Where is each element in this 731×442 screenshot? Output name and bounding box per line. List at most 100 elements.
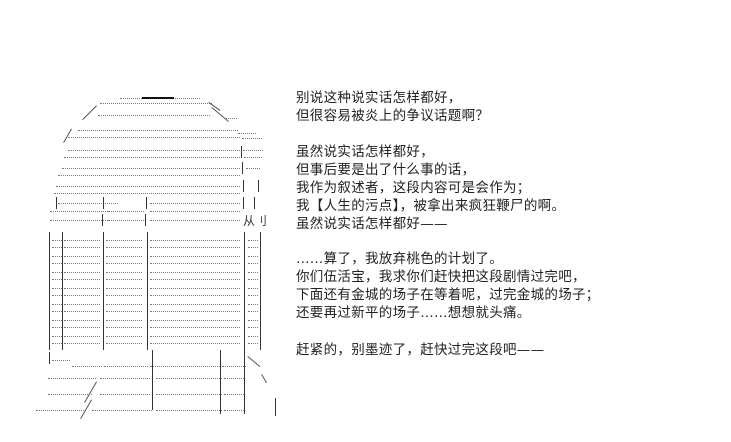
art-vertical-bar bbox=[258, 180, 259, 192]
art-slash bbox=[63, 128, 72, 143]
dialogue-line: 我作为叙述者，这段内容可是会作为； bbox=[296, 180, 531, 196]
art-dotted-line bbox=[244, 157, 262, 158]
art-dotted-line bbox=[224, 394, 244, 395]
art-vertical-bar bbox=[242, 162, 243, 174]
art-dotted-line bbox=[64, 157, 240, 158]
art-dotted-line bbox=[224, 378, 244, 379]
art-vertical-bar bbox=[49, 232, 50, 350]
dialogue-line: 你们伍活宝，我求你们赶快把这段剧情过完吧， bbox=[296, 269, 586, 285]
art-vertical-bar bbox=[244, 386, 245, 414]
art-dotted-line bbox=[58, 175, 240, 176]
art-dotted-line bbox=[52, 320, 62, 321]
art-dotted-line bbox=[100, 103, 212, 104]
art-vertical-bar bbox=[146, 197, 147, 209]
art-dotted-line bbox=[52, 272, 62, 273]
art-dotted-line bbox=[248, 279, 258, 280]
art-vertical-bar bbox=[244, 232, 245, 350]
art-dotted-line bbox=[104, 366, 148, 367]
art-dotted-line bbox=[92, 410, 152, 411]
art-dotted-line bbox=[52, 360, 70, 361]
art-dotted-line bbox=[248, 311, 258, 312]
dialogue-line: 赶紧的，别墨迹了，赶快过完这段吧—— bbox=[296, 342, 545, 358]
art-dotted-line bbox=[106, 247, 142, 248]
art-dotted-line bbox=[68, 137, 240, 138]
art-dotted-line bbox=[106, 343, 142, 344]
art-dotted-line bbox=[248, 327, 258, 328]
art-dotted-line bbox=[106, 240, 142, 241]
art-dotted-line bbox=[52, 327, 62, 328]
art-dotted-line bbox=[50, 220, 118, 221]
art-dotted-line bbox=[248, 320, 258, 321]
dialogue-line: 我【人生的污点】，被拿出来疯狂鞭尸的啊。 bbox=[296, 198, 566, 214]
art-dotted-line bbox=[64, 256, 100, 257]
art-roof-line bbox=[142, 97, 174, 99]
art-vertical-bar bbox=[152, 350, 153, 386]
art-dotted-line bbox=[106, 320, 142, 321]
art-vertical-bar bbox=[241, 146, 242, 158]
art-dotted-line bbox=[242, 138, 262, 139]
art-dotted-line bbox=[52, 288, 62, 289]
art-dotted-line bbox=[150, 263, 240, 264]
art-dotted-line bbox=[248, 247, 258, 248]
art-vertical-bar bbox=[56, 197, 57, 209]
art-dotted-line bbox=[68, 150, 240, 151]
art-dotted-line bbox=[248, 272, 258, 273]
art-dotted-line bbox=[108, 220, 144, 221]
art-dotted-line bbox=[58, 203, 118, 204]
art-dotted-line bbox=[52, 279, 62, 280]
art-dotted-line bbox=[108, 211, 144, 212]
art-dotted-line bbox=[224, 410, 244, 411]
art-dotted-line bbox=[48, 378, 96, 379]
art-dotted-line bbox=[150, 304, 240, 305]
dialogue-line: 虽然说实话怎样都好， bbox=[296, 144, 434, 160]
art-dotted-line bbox=[52, 336, 62, 337]
art-dotted-line bbox=[62, 168, 240, 169]
art-dotted-line bbox=[72, 366, 102, 367]
art-dotted-line bbox=[52, 304, 62, 305]
art-dotted-line bbox=[52, 256, 62, 257]
art-dotted-line bbox=[64, 295, 100, 296]
art-dotted-line bbox=[50, 211, 118, 212]
art-dotted-line bbox=[150, 279, 240, 280]
art-vertical-bar bbox=[243, 197, 244, 209]
art-vertical-bar bbox=[244, 350, 245, 386]
art-dotted-line bbox=[52, 263, 62, 264]
art-dotted-line bbox=[150, 320, 240, 321]
dialogue-line: 下面还有金城的场子在等着呢，过完金城的场子； bbox=[296, 287, 600, 303]
art-slash bbox=[261, 374, 267, 384]
dialogue-line: ……算了，我放弃桃色的计划了。 bbox=[296, 251, 503, 267]
art-dotted-line bbox=[248, 304, 258, 305]
art-dotted-line bbox=[54, 193, 240, 194]
art-dotted-line bbox=[248, 240, 258, 241]
art-dotted-line bbox=[106, 311, 142, 312]
art-dotted-line bbox=[64, 336, 100, 337]
art-dotted-line bbox=[100, 378, 150, 379]
art-dotted-line bbox=[52, 247, 62, 248]
art-dotted-line bbox=[175, 98, 200, 99]
art-dotted-line bbox=[150, 247, 240, 248]
art-dotted-line bbox=[150, 288, 240, 289]
art-dotted-line bbox=[52, 240, 62, 241]
art-dotted-line bbox=[248, 263, 258, 264]
art-dotted-line bbox=[150, 272, 240, 273]
art-dotted-line bbox=[100, 394, 150, 395]
art-dotted-line bbox=[52, 311, 62, 312]
art-dotted-line bbox=[243, 150, 263, 151]
art-dotted-line bbox=[150, 327, 240, 328]
art-dotted-line bbox=[222, 366, 246, 367]
art-dotted-line bbox=[150, 256, 240, 257]
art-slash bbox=[82, 105, 97, 121]
art-dotted-line bbox=[150, 203, 240, 204]
art-dotted-line bbox=[150, 336, 240, 337]
art-dotted-line bbox=[56, 186, 240, 187]
art-dotted-line bbox=[150, 343, 240, 344]
art-vertical-bar bbox=[49, 352, 50, 364]
art-dotted-line bbox=[120, 98, 142, 99]
art-dotted-line bbox=[106, 256, 142, 257]
art-dotted-line bbox=[64, 288, 100, 289]
art-dotted-line bbox=[248, 336, 258, 337]
art-vertical-bar bbox=[152, 386, 153, 410]
art-dotted-line bbox=[106, 279, 142, 280]
art-dotted-line bbox=[106, 327, 142, 328]
art-dotted-line bbox=[150, 311, 240, 312]
